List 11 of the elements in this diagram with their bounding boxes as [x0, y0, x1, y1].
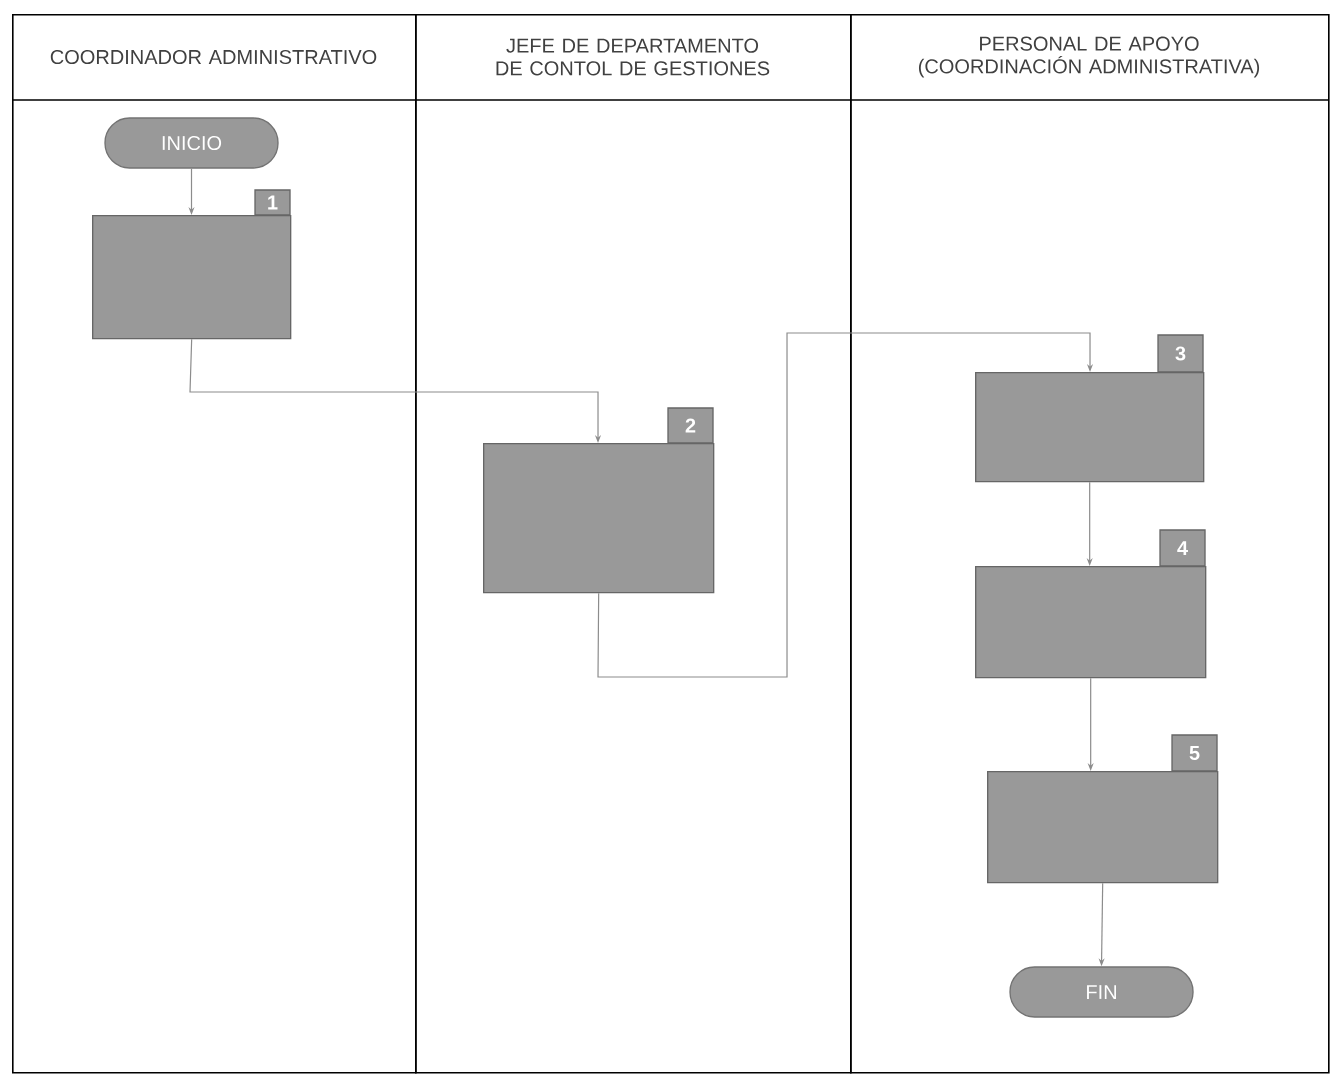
- node-label: 5: [1189, 746, 1200, 760]
- process-box: 2: [483, 407, 715, 594]
- node-label: 4: [1177, 541, 1188, 555]
- node-label: 3: [1175, 346, 1186, 361]
- process-box: 1: [92, 189, 292, 340]
- process-box: 3: [975, 334, 1205, 483]
- process-box: 4: [975, 529, 1207, 679]
- node-label: 2: [685, 418, 696, 433]
- arrow: [597, 332, 1094, 678]
- process-box: 5: [987, 734, 1219, 884]
- node-label: 1: [268, 195, 278, 210]
